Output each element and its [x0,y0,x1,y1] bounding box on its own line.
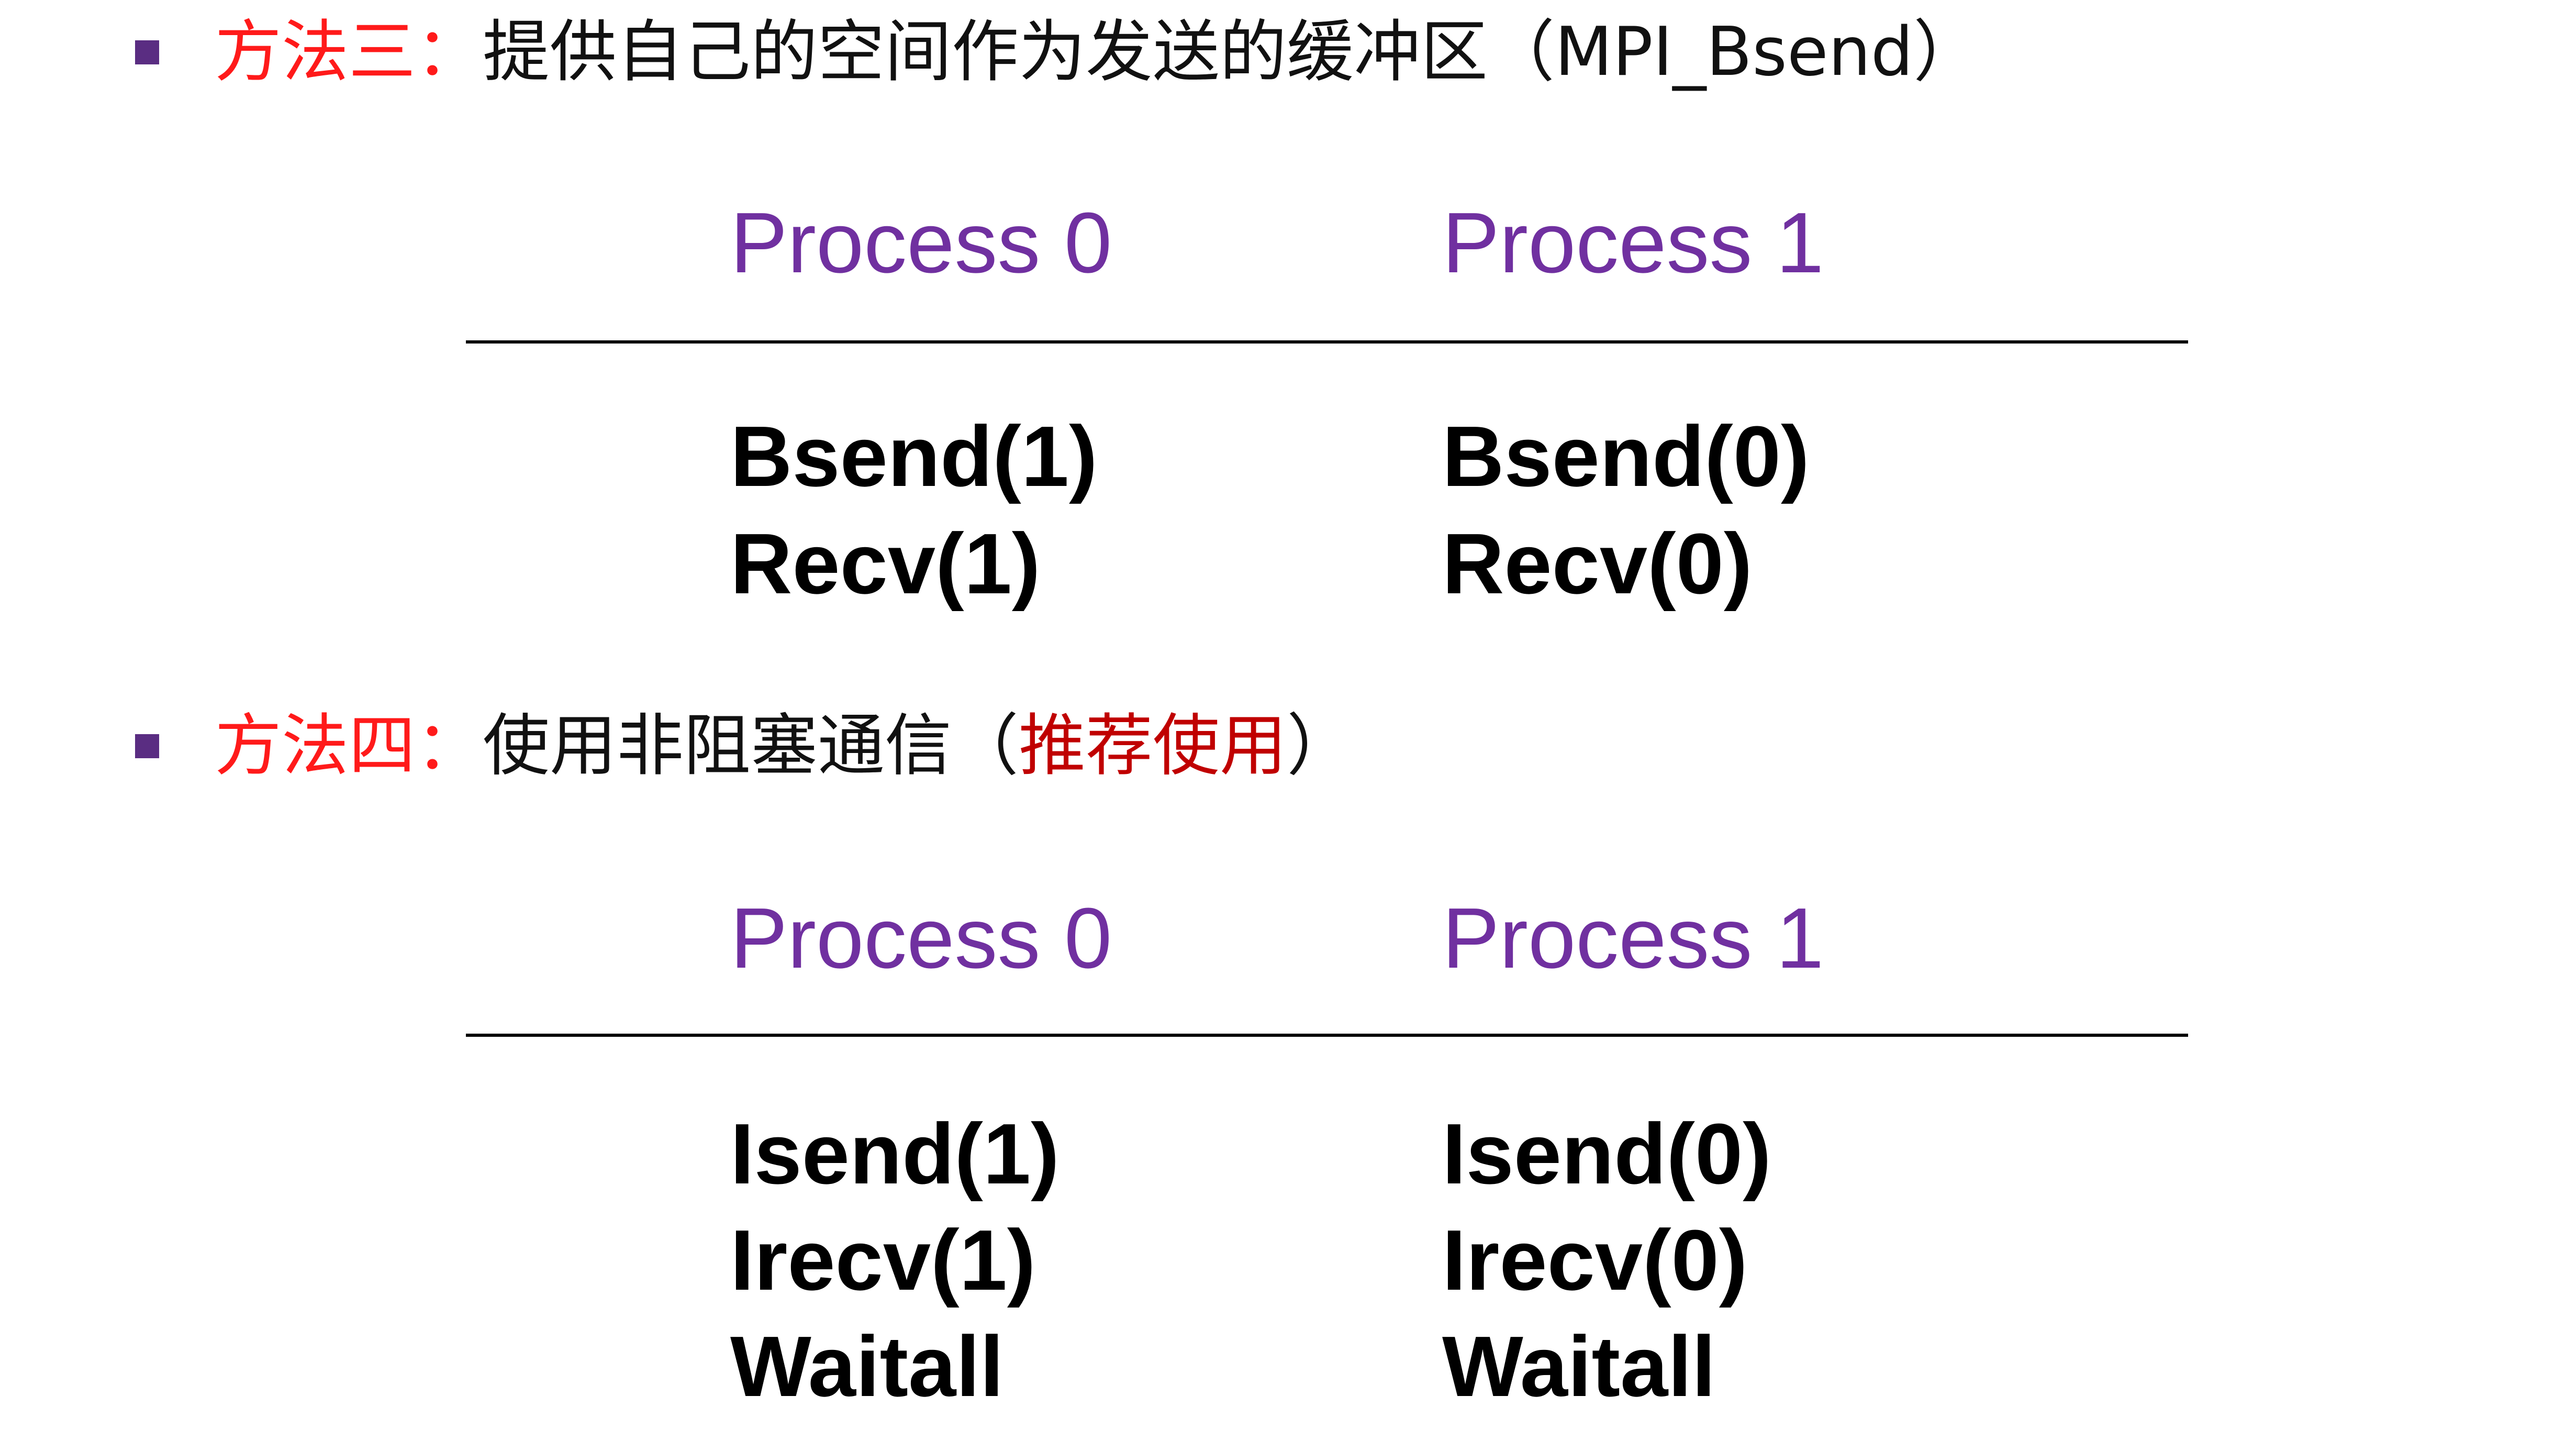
method3-label: 方法三： [215,13,483,91]
method4-text-b: ） [1287,707,1354,785]
table2-p0-line3: Waitall [730,1319,1004,1414]
method4-label: 方法四： [215,707,483,785]
bullet-icon [135,734,159,758]
table2-p0-line1: Isend(1) [730,1106,1060,1202]
method3-line: 方法三：提供自己的空间作为发送的缓冲区（MPI_Bsend） [215,0,1980,105]
table2-p0-line2: Irecv(1) [730,1212,1036,1308]
table1-divider [466,340,2188,344]
table2-divider [466,1034,2188,1037]
table2-header-process1: Process 1 [1442,890,1824,986]
bullet-icon [135,40,159,64]
table1-header-process1: Process 1 [1442,195,1824,291]
table2-p1-line2: Irecv(0) [1442,1212,1748,1308]
method4-recommend: 推荐使用 [1019,707,1287,785]
table2-header-process0: Process 0 [730,890,1112,986]
table2-p1-line3: Waitall [1442,1319,1716,1414]
method4-text-a: 使用非阻塞通信（ [483,707,1019,785]
table1-p1-line2: Recv(0) [1442,516,1753,612]
table1-header-process0: Process 0 [730,195,1112,291]
method4-line: 方法四：使用非阻塞通信（推荐使用） [215,694,1354,799]
table2-p1-line1: Isend(0) [1442,1106,1771,1202]
table1-p0-line2: Recv(1) [730,516,1041,612]
table1-p0-line1: Bsend(1) [730,408,1098,504]
method3-text: 提供自己的空间作为发送的缓冲区（MPI_Bsend） [483,13,1981,91]
table1-p1-line1: Bsend(0) [1442,408,1810,504]
